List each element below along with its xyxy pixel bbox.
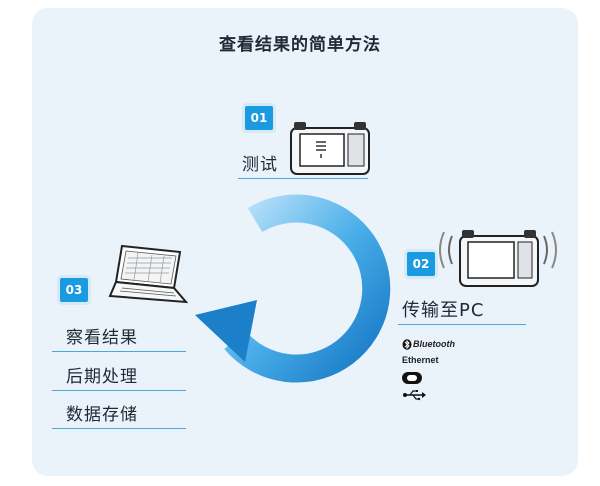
result-item-view: 察看结果 [66,328,138,348]
transfer-device-icon [439,230,557,287]
diagram-title: 查看结果的简单方法 [219,35,381,55]
usb-icon [403,390,426,401]
ethernet-label: Ethernet [402,355,439,365]
step-1-underline [238,178,368,179]
item-2-underline [52,390,186,391]
result-item-postprocess: 后期处理 [66,367,138,387]
bluetooth-icon [402,339,412,350]
wifi-icon [402,372,422,384]
step-1-label: 测试 [242,155,278,175]
test-device-icon [290,122,370,175]
result-item-storage: 数据存储 [66,405,138,425]
laptop-icon [108,244,188,304]
item-1-underline [52,351,186,352]
step-2-badge: 02 [407,252,435,276]
cycle-arrow-icon [195,194,391,383]
step-1-badge: 01 [245,106,273,130]
item-3-underline [52,428,186,429]
bluetooth-label: Bluetooth [413,339,455,349]
step-2-label: 传输至PC [402,300,485,321]
step-2-underline [398,324,526,325]
step-3-badge: 03 [60,278,88,302]
